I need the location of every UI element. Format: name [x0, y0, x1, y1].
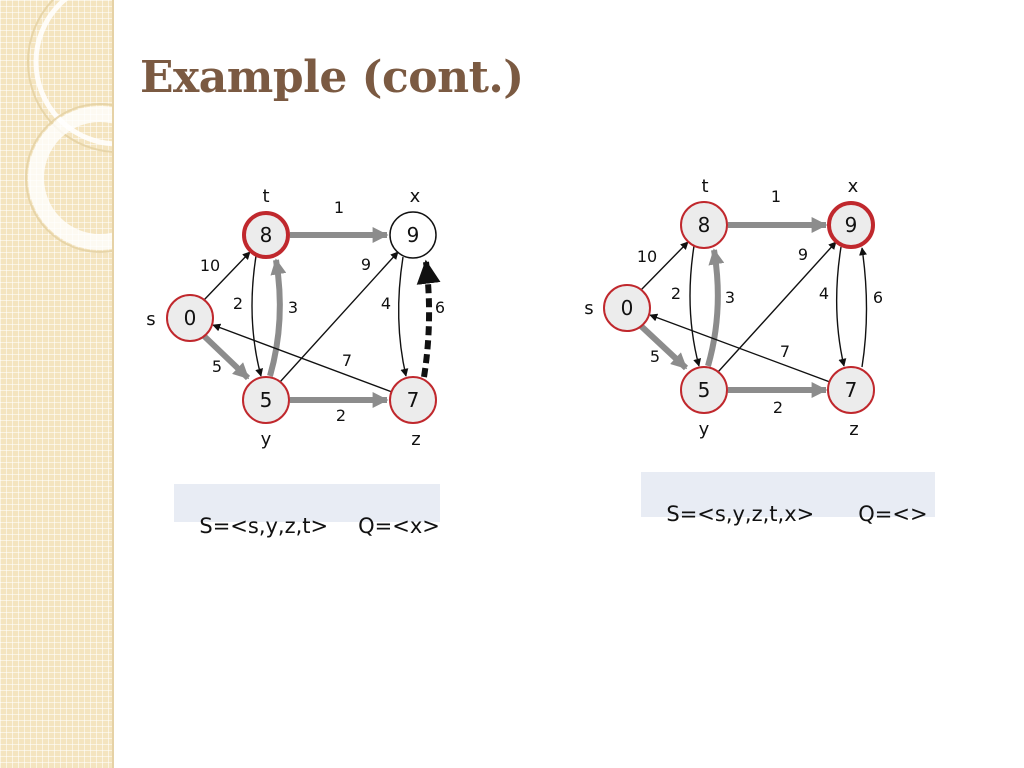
edge-z-to-x — [416, 259, 441, 378]
node-value: 0 — [184, 306, 197, 330]
visited-set: S=<s,y,z,t,x> — [666, 502, 815, 526]
edge-weight-y-t: 3 — [288, 298, 298, 317]
graph-node-s: 0 — [603, 284, 651, 332]
edge-y-to-t — [267, 258, 287, 377]
graph-node-x: 9 — [389, 211, 437, 259]
node-value: 8 — [698, 213, 711, 237]
graph-node-x: 9 — [827, 201, 875, 249]
edge-weight-y-z: 2 — [336, 406, 346, 425]
edge-weight-y-x: 9 — [798, 245, 808, 264]
edge-y-to-t — [705, 248, 725, 367]
edge-y-to-x — [717, 241, 837, 373]
edge-s-to-t — [640, 241, 689, 291]
graph-node-y: 5 — [680, 366, 728, 414]
edge-weight-z-s: 7 — [342, 351, 352, 370]
edge-z-to-s — [649, 313, 831, 383]
state-box-left: S=<s,y,z,t> Q=<x> — [174, 484, 440, 538]
node-value: 5 — [698, 378, 711, 402]
edge-weight-x-z: 4 — [819, 284, 829, 303]
decorative-sidebar — [0, 0, 114, 768]
decorative-rings — [25, 0, 112, 253]
node-value: 9 — [845, 213, 858, 237]
edge-t-to-y — [251, 255, 264, 377]
node-label-z: z — [411, 429, 420, 450]
edge-weight-z-s: 7 — [780, 342, 790, 361]
node-label-s: s — [146, 309, 155, 330]
edge-x-to-z — [835, 246, 847, 367]
node-value: 8 — [260, 223, 273, 247]
edge-weight-z-x: 6 — [435, 298, 445, 317]
edge-s-to-y — [638, 323, 689, 371]
node-label-y: y — [699, 419, 710, 440]
edge-z-to-s — [212, 323, 393, 393]
edge-weight-x-z: 4 — [381, 294, 391, 313]
edge-weight-y-z: 2 — [773, 398, 783, 417]
edge-weight-s-t: 10 — [637, 247, 657, 266]
node-value: 9 — [407, 223, 420, 247]
node-value: 7 — [407, 388, 420, 412]
edge-y-to-x — [279, 251, 399, 383]
node-label-x: x — [410, 186, 421, 207]
edge-z-to-x — [859, 247, 868, 368]
node-value: 7 — [845, 378, 858, 402]
edge-s-to-y — [201, 333, 251, 381]
edge-weight-s-t: 10 — [200, 256, 220, 275]
graph-node-z: 7 — [389, 376, 437, 424]
state-box-right: S=<s,y,z,t,x> Q=<> — [641, 472, 935, 526]
node-label-z: z — [849, 419, 858, 440]
node-label-t: t — [701, 176, 708, 197]
graph-node-t: 8 — [242, 211, 290, 259]
edge-weight-t-y: 2 — [233, 294, 243, 313]
edge-weight-t-x: 1 — [334, 198, 344, 217]
slide-title: Example (cont.) — [140, 52, 524, 103]
queue-set: Q=<> — [858, 502, 928, 526]
node-label-t: t — [262, 186, 269, 207]
edge-s-to-t — [203, 251, 251, 301]
edge-weight-y-t: 3 — [725, 288, 735, 307]
node-label-y: y — [261, 429, 272, 450]
queue-set: Q=<x> — [358, 514, 440, 538]
edge-weight-s-y: 5 — [650, 347, 660, 366]
edge-weight-y-x: 9 — [361, 255, 371, 274]
visited-set: S=<s,y,z,t> — [199, 514, 329, 538]
edge-t-to-y — [689, 245, 702, 367]
edge-weight-z-x: 6 — [873, 288, 883, 307]
graph-node-t: 8 — [680, 201, 728, 249]
edge-weight-s-y: 5 — [212, 357, 222, 376]
edge-weight-t-y: 2 — [671, 284, 681, 303]
graph-node-s: 0 — [166, 294, 214, 342]
node-label-x: x — [848, 176, 859, 197]
edge-weight-t-x: 1 — [771, 187, 781, 206]
graph-node-y: 5 — [242, 376, 290, 424]
edge-x-to-z — [397, 256, 409, 377]
node-value: 0 — [621, 296, 634, 320]
node-label-s: s — [584, 298, 593, 319]
graph-node-z: 7 — [827, 366, 875, 414]
node-value: 5 — [260, 388, 273, 412]
